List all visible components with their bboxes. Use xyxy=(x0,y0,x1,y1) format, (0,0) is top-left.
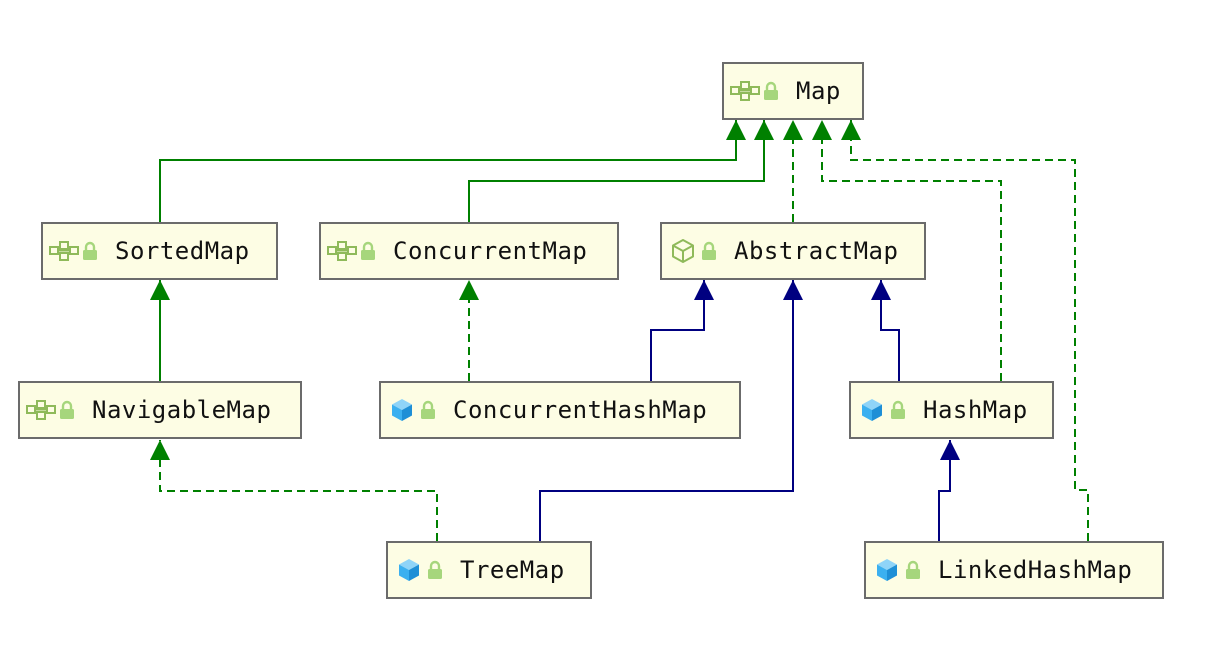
node-label: Map xyxy=(796,77,841,105)
edge-hashmap-to-map xyxy=(812,120,1002,381)
lock-icon xyxy=(417,397,439,423)
edge-linkedhashmap-to-map xyxy=(841,120,1089,541)
node-label: LinkedHashMap xyxy=(938,556,1133,584)
node-label: SortedMap xyxy=(115,237,250,265)
lock-icon xyxy=(698,238,720,264)
lock-icon xyxy=(887,397,909,423)
node-concurrentmap[interactable]: ConcurrentMap xyxy=(319,222,619,280)
lock-icon xyxy=(760,78,782,104)
lock-icon xyxy=(357,238,379,264)
abstract-class-icon xyxy=(668,236,698,266)
edge-treemap-to-abstractmap xyxy=(539,280,803,541)
node-label: HashMap xyxy=(923,396,1028,424)
edge-concurrentmap-to-map xyxy=(468,120,774,222)
interface-icon xyxy=(327,236,357,266)
lock-icon xyxy=(424,557,446,583)
node-label: NavigableMap xyxy=(92,396,272,424)
node-linkedhashmap[interactable]: LinkedHashMap xyxy=(864,541,1164,599)
class-icon xyxy=(387,395,417,425)
edge-sortedmap-to-map xyxy=(159,120,746,222)
interface-icon xyxy=(49,236,79,266)
node-treemap[interactable]: TreeMap xyxy=(386,541,592,599)
interface-icon xyxy=(730,76,760,106)
interface-icon xyxy=(26,395,56,425)
node-hashmap[interactable]: HashMap xyxy=(849,381,1054,439)
lock-icon xyxy=(79,238,101,264)
edge-concurrenthashmap-to-abstractmap xyxy=(650,280,714,381)
node-label: ConcurrentMap xyxy=(393,237,588,265)
class-icon xyxy=(872,555,902,585)
node-label: ConcurrentHashMap xyxy=(453,396,708,424)
node-navigablemap[interactable]: NavigableMap xyxy=(18,381,302,439)
lock-icon xyxy=(902,557,924,583)
edge-linkedhashmap-to-hashmap xyxy=(938,440,960,541)
class-icon xyxy=(857,395,887,425)
node-concurrenthashmap[interactable]: ConcurrentHashMap xyxy=(379,381,741,439)
lock-icon xyxy=(56,397,78,423)
node-label: TreeMap xyxy=(460,556,565,584)
edge-hashmap-to-abstractmap xyxy=(871,280,900,381)
node-label: AbstractMap xyxy=(734,237,899,265)
class-icon xyxy=(394,555,424,585)
node-abstractmap[interactable]: AbstractMap xyxy=(660,222,926,280)
edge-treemap-to-navigablemap xyxy=(150,440,438,541)
node-sortedmap[interactable]: SortedMap xyxy=(41,222,278,280)
node-map[interactable]: Map xyxy=(722,62,864,120)
